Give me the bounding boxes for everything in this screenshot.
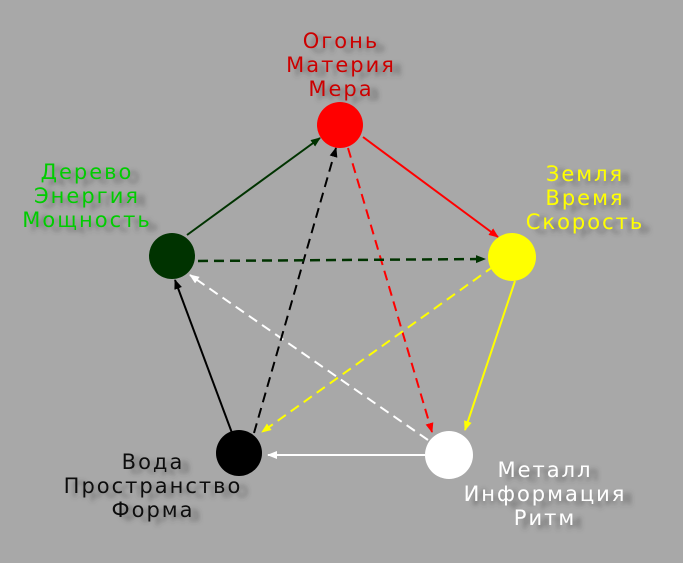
wood-label-line-2: Энергия — [34, 184, 140, 208]
metal-node — [425, 431, 473, 479]
wood-node — [149, 233, 195, 279]
arrow-fire-to-earth — [362, 136, 499, 238]
fire-node — [317, 102, 363, 148]
arrow-water-to-wood — [174, 279, 233, 434]
dashed-arrow-water-to-fire — [253, 147, 338, 434]
metal-label-line-1: Металл — [498, 458, 593, 482]
dashed-arrow-fire-to-metal — [347, 147, 434, 433]
fire-label-line-1: Огонь — [303, 29, 380, 53]
fire-label-line-2: Материя — [286, 53, 396, 77]
earth-label-line-3: Скорость — [526, 210, 645, 234]
metal-label-line-2: Информация — [464, 482, 627, 506]
fire-label-line-3: Мера — [308, 77, 373, 101]
wood-label-line-1: Дерево — [41, 160, 134, 184]
earth-label: Земля Время Скорость — [526, 162, 645, 234]
wood-label: Дерево Энергия Мощность — [22, 160, 151, 232]
wood-label-line-3: Мощность — [22, 208, 151, 232]
water-label: Вода Пространство Форма — [64, 450, 243, 522]
arrow-wood-to-fire — [186, 137, 321, 236]
water-label-line-2: Пространство — [64, 474, 243, 498]
fire-label: Огонь Материя Мера — [286, 29, 396, 101]
water-label-line-1: Вода — [122, 450, 185, 474]
water-label-line-3: Форма — [112, 498, 195, 522]
dashed-arrow-earth-to-water — [261, 265, 495, 433]
metal-label-line-3: Ритм — [514, 506, 576, 530]
dashed-arrow-metal-to-wood — [189, 274, 429, 441]
dashed-arrow-wood-to-earth — [197, 255, 486, 264]
arrow-earth-to-metal — [464, 280, 516, 431]
water-node — [216, 430, 262, 476]
earth-label-line-1: Земля — [546, 162, 624, 186]
metal-label: Металл Информация Ритм — [464, 458, 627, 530]
earth-label-line-2: Время — [545, 186, 624, 210]
earth-node — [488, 233, 536, 281]
